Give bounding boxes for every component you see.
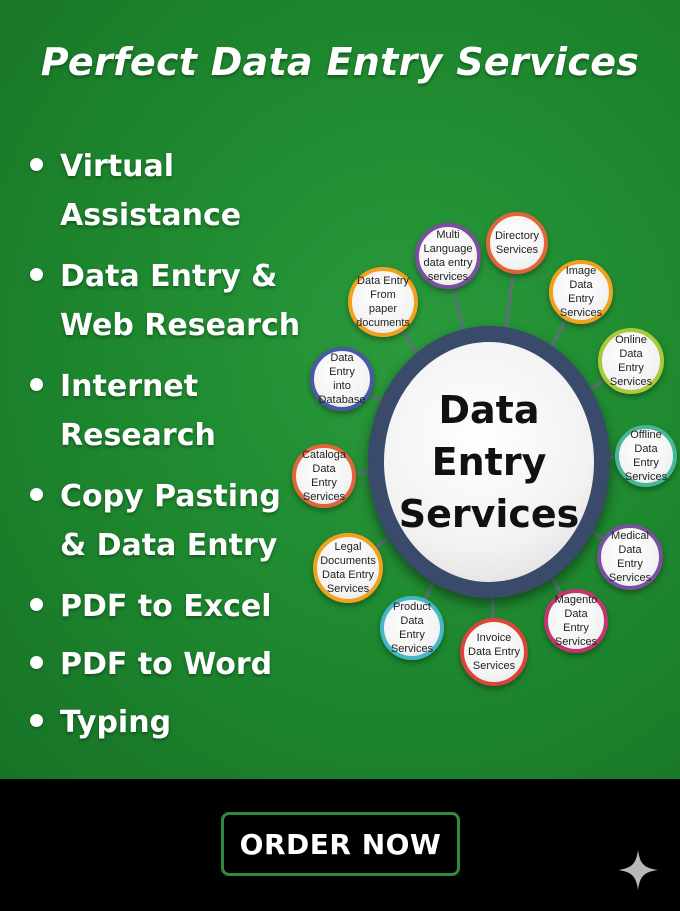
hub-text-line: Entry xyxy=(431,440,547,484)
bullet-text: PDF to Excel xyxy=(60,589,272,624)
service-node-text: Services xyxy=(495,244,539,256)
service-node-text: Data Entry xyxy=(617,544,643,570)
service-node-text: Magento xyxy=(554,594,598,606)
service-node-text: Services xyxy=(326,583,370,595)
service-node-text: Data Entry xyxy=(399,615,425,641)
bullet-text: Assistance xyxy=(60,198,242,233)
service-node-text: Language xyxy=(423,243,473,255)
service-node-text: Services xyxy=(554,636,598,648)
service-node-text: Database xyxy=(318,394,366,406)
service-node-text: Data Entry xyxy=(618,348,644,374)
bullet-dot-icon xyxy=(30,488,43,501)
bullet-dot-icon xyxy=(30,268,43,281)
service-node-text: Data Entry xyxy=(329,352,355,378)
bullet-dot-icon xyxy=(30,656,43,669)
service-node-text: documents xyxy=(356,317,410,329)
service-node-text: Services xyxy=(608,572,652,584)
service-node-text: Data Entry xyxy=(357,275,409,287)
bullet-text: PDF to Word xyxy=(60,647,273,682)
bullet-text: Typing xyxy=(60,705,172,740)
service-node-text: Services xyxy=(609,376,653,388)
service-node-text: Legal xyxy=(334,541,362,553)
page-title: Perfect Data Entry Services xyxy=(40,40,640,84)
service-node-text: From paper xyxy=(368,289,398,315)
sparkle-icon xyxy=(618,850,658,890)
bullet-text: Web Research xyxy=(60,308,301,343)
bullet-text: Data Entry & xyxy=(60,259,278,294)
service-node-text: Data Entry xyxy=(568,279,594,305)
service-node-text: Documents xyxy=(320,555,376,567)
order-now-button[interactable]: ORDER NOW xyxy=(221,812,460,876)
service-node-text: Data Entry xyxy=(322,569,374,581)
bullet-text: Internet xyxy=(60,369,199,404)
service-node-text: into xyxy=(333,380,351,392)
service-node-text: Data Entry xyxy=(633,443,659,469)
service-node-text: Data Entry xyxy=(563,608,589,634)
service-node-text: services xyxy=(427,271,469,283)
bullet-text: Research xyxy=(60,418,216,453)
service-node-text: Invoice xyxy=(476,632,512,644)
service-node-text: Multi xyxy=(436,229,460,241)
service-node-text: Data Entry xyxy=(311,463,337,489)
bullet-dot-icon xyxy=(30,378,43,391)
service-bullet-item: Typing xyxy=(28,698,318,747)
service-node-text: Medical xyxy=(611,530,649,542)
bullet-text: Virtual xyxy=(60,149,174,184)
service-node-text: Image xyxy=(565,265,597,277)
service-node-text: Services xyxy=(390,643,434,655)
service-bullet-item: Data Entry & Web Research xyxy=(28,252,318,350)
service-node-text: data entry xyxy=(423,257,473,269)
service-node-text: Services xyxy=(472,660,516,672)
hub-text-line: Data xyxy=(438,388,540,432)
service-node-text: Services xyxy=(559,307,603,319)
service-node-text: Cataloga xyxy=(301,449,347,461)
bullet-dot-icon xyxy=(30,598,43,611)
hub-text-line: Services xyxy=(398,492,580,536)
service-node-text: Product xyxy=(393,601,431,613)
service-node-text: Services xyxy=(624,471,668,483)
service-bullet-item: PDF to Word xyxy=(28,640,318,689)
service-node-text: Online xyxy=(615,334,647,346)
service-node-text: Data Entry xyxy=(468,646,520,658)
service-node-text: Services xyxy=(302,491,346,503)
service-bullet-item: PDF to Excel xyxy=(28,582,318,631)
bullet-dot-icon xyxy=(30,158,43,171)
bullet-text: & Data Entry xyxy=(60,528,278,563)
bullet-dot-icon xyxy=(30,714,43,727)
service-bullet-item: Copy Pasting & Data Entry xyxy=(28,472,318,570)
service-node-text: Offline xyxy=(630,429,662,441)
service-node-text: Directory xyxy=(494,230,539,242)
bullet-text: Copy Pasting xyxy=(60,479,281,514)
